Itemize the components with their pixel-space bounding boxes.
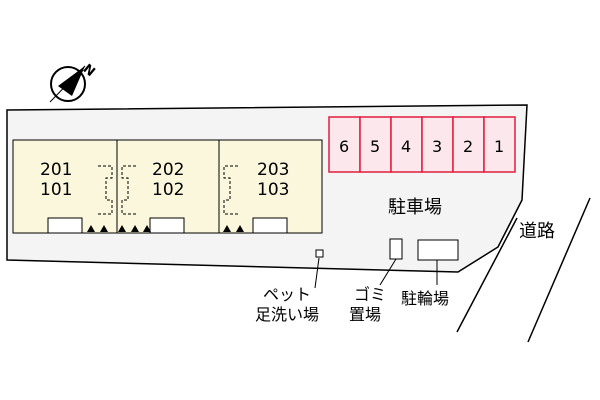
north-arrow-icon: N — [50, 62, 98, 102]
garbage-label-line2: 置場 — [349, 305, 381, 324]
bicycle-parking-area — [418, 240, 458, 260]
unit-number-203: 203 — [257, 160, 289, 180]
garbage-area — [390, 239, 402, 259]
road-label: 道路 — [519, 221, 555, 242]
road-edge-outer — [528, 198, 590, 342]
pet-wash-label-line2: 足洗い場 — [255, 305, 319, 324]
garbage-label-line1: ゴミ — [354, 285, 386, 304]
unit-number-103: 103 — [257, 180, 289, 200]
unit-number-201: 201 — [40, 160, 72, 180]
bicycle-parking-label: 駐輪場 — [401, 289, 449, 308]
entrance-box-1 — [48, 218, 82, 233]
unit-number-101: 101 — [40, 180, 72, 200]
unit-number-202: 202 — [152, 160, 184, 180]
parking-space-label-4: 4 — [401, 137, 411, 156]
unit-number-102: 102 — [152, 180, 184, 200]
parking-space-label-3: 3 — [432, 137, 442, 156]
entrance-box-3 — [253, 218, 287, 233]
parking-space-label-2: 2 — [463, 137, 473, 156]
parking-label: 駐車場 — [388, 197, 442, 218]
pet-wash-label-line1: ペット — [263, 285, 311, 304]
parking-space-label-5: 5 — [370, 137, 380, 156]
parking-space-label-1: 1 — [494, 137, 504, 156]
parking-spaces: 6 5 4 3 2 1 — [329, 117, 515, 172]
pet-wash-marker — [316, 250, 323, 257]
building-block: 201 101 202 102 203 103 — [13, 140, 322, 233]
entrance-box-2 — [150, 218, 184, 233]
parking-space-label-6: 6 — [339, 137, 349, 156]
